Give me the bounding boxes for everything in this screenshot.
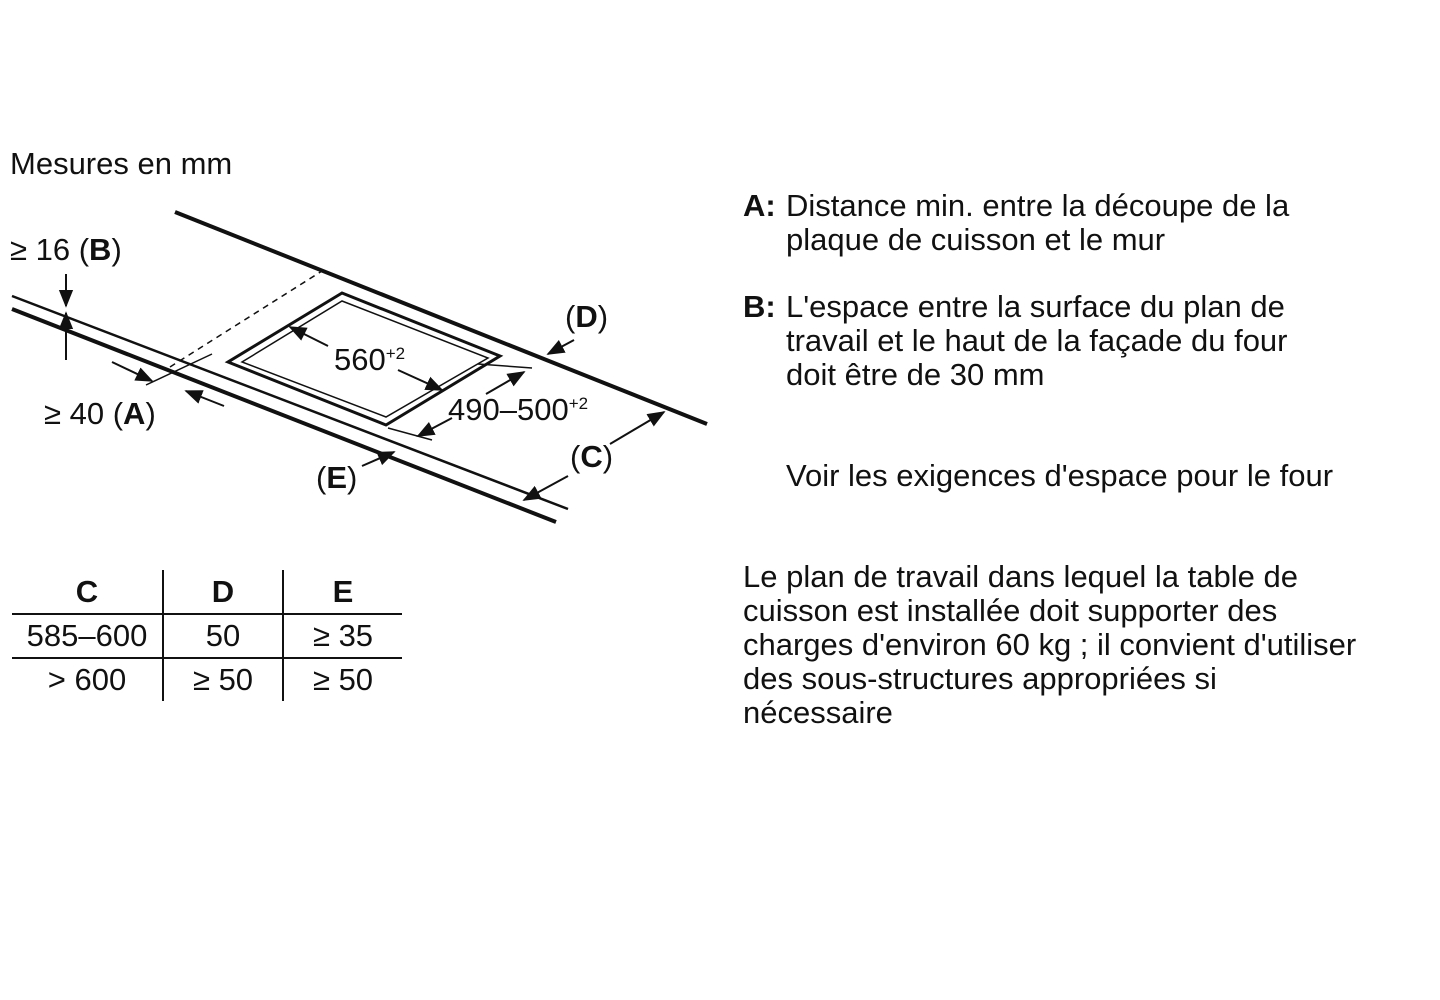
- table-cell: ≥ 50: [162, 658, 283, 701]
- oven-requirements-note: Voir les exigences d'espace pour le four: [786, 458, 1334, 493]
- depth-extension-line: [477, 363, 533, 369]
- header-c: C: [12, 570, 163, 615]
- a-arrow-right: [184, 390, 225, 407]
- table-row: > 600 ≥ 50 ≥ 50: [12, 658, 402, 701]
- table-cell: > 600: [47, 662, 127, 697]
- depth-arrow-bottom: [416, 417, 453, 437]
- worktop-top-line: [11, 294, 569, 511]
- b-label: ≥ 16 (B): [10, 232, 122, 267]
- clearance-table: C D E 585–600 50 ≥ 35 > 600 ≥ 50 ≥ 50: [12, 570, 402, 701]
- a-extension-line: [145, 353, 213, 386]
- dashed-extension-line: [169, 270, 323, 368]
- legend-key-b: B:: [743, 289, 776, 324]
- width-dimension-label: 560+2: [334, 342, 405, 377]
- note-line: cuisson est installée doit supporter des: [743, 593, 1278, 628]
- depth-dimension-label: 490–500+2: [448, 392, 588, 427]
- table-cell: 585–600: [12, 614, 163, 659]
- depth-extension-line-2: [387, 427, 433, 441]
- e-label: (E): [316, 460, 357, 495]
- d-arrow: [546, 339, 575, 355]
- table-cell: ≥ 50: [282, 658, 402, 701]
- table-row: 585–600 50 ≥ 35: [12, 614, 402, 659]
- legend-text-line: travail et le haut de la façade du four: [786, 323, 1288, 358]
- note-line: des sous-structures appropriées si: [743, 661, 1217, 696]
- header-e: E: [282, 570, 402, 615]
- table-cell: ≥ 35: [282, 614, 402, 659]
- units-label: Mesures en mm: [10, 146, 233, 181]
- legend-text-line: Distance min. entre la découpe de la: [786, 188, 1290, 223]
- legend-text-line: doit être de 30 mm: [786, 357, 1045, 392]
- c-arrow-top: [609, 411, 666, 445]
- e-arrow: [361, 451, 396, 467]
- width-arrow-left: [288, 326, 329, 347]
- cutout-outline: [224, 291, 504, 427]
- a-label: ≥ 40 (A): [44, 396, 156, 431]
- table-cell: 50: [162, 614, 283, 659]
- table-header-row: C D E: [12, 570, 402, 615]
- depth-arrow-top: [485, 371, 526, 395]
- legend-key-a: A:: [743, 188, 776, 223]
- note-line: Le plan de travail dans lequel la table …: [743, 559, 1298, 594]
- wall-edge-line: [174, 210, 708, 426]
- c-label: (C): [570, 439, 613, 474]
- header-d: D: [162, 570, 283, 615]
- d-label: (D): [565, 299, 608, 334]
- note-line: nécessaire: [743, 695, 893, 730]
- a-arrow-left: [111, 361, 154, 382]
- width-arrow-right: [397, 369, 444, 391]
- load-note: Le plan de travail dans lequel la table …: [743, 560, 1356, 730]
- worktop-front-edge: [11, 307, 557, 524]
- c-arrow-bottom: [522, 475, 569, 501]
- note-line: charges d'environ 60 kg ; il convient d'…: [743, 627, 1357, 662]
- legend-text-line: plaque de cuisson et le mur: [786, 222, 1166, 257]
- legend-text-line: L'espace entre la surface du plan de: [786, 289, 1285, 324]
- cutout-inner-outline: [240, 300, 490, 418]
